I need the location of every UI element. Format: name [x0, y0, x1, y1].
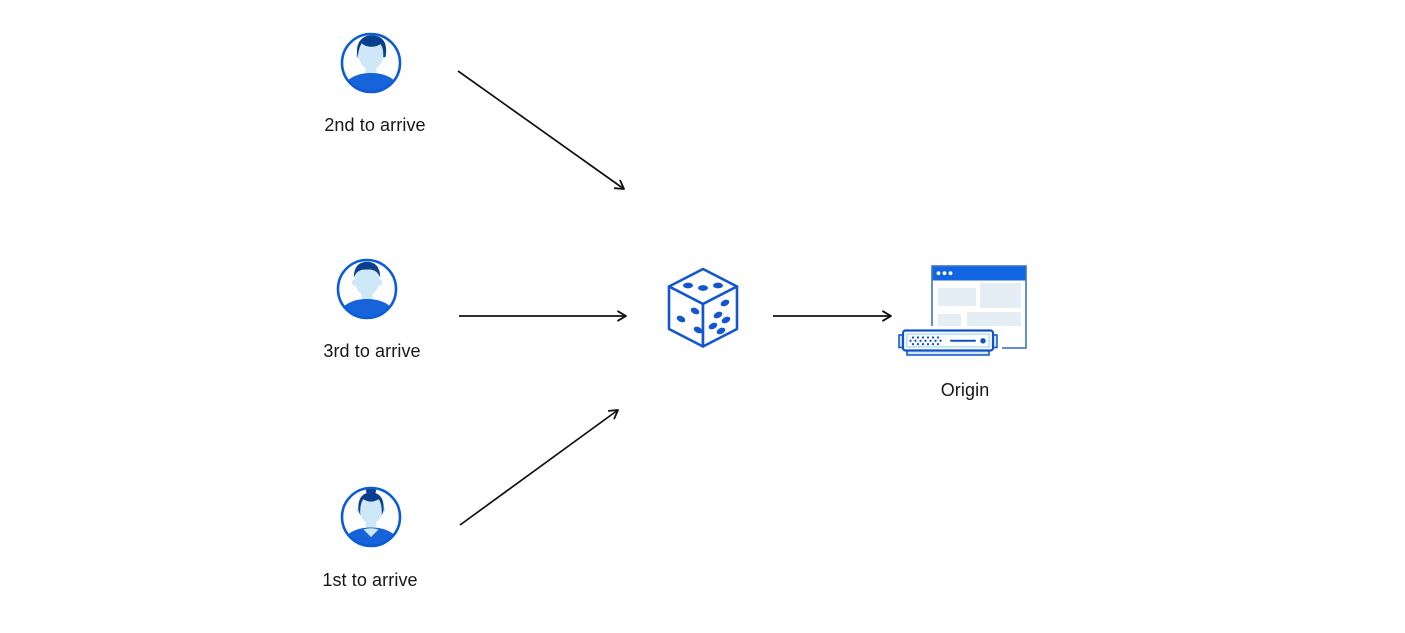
- user-label-3rd: 3rd to arrive: [323, 341, 421, 361]
- male-avatar-icon: [336, 258, 398, 320]
- dice-icon: [667, 267, 739, 348]
- origin-node: Origin: [898, 262, 1032, 400]
- origin-server-icon: [898, 265, 1027, 357]
- male-avatar-icon: [340, 32, 402, 94]
- female-avatar-icon: [340, 486, 402, 548]
- user-label-1st: 1st to arrive: [322, 570, 418, 590]
- user-label-2nd: 2nd to arrive: [324, 115, 426, 135]
- origin-label: Origin: [940, 380, 990, 400]
- arrow-user2-to-dice: [457, 70, 625, 190]
- arrow-user1-to-dice: [459, 409, 619, 526]
